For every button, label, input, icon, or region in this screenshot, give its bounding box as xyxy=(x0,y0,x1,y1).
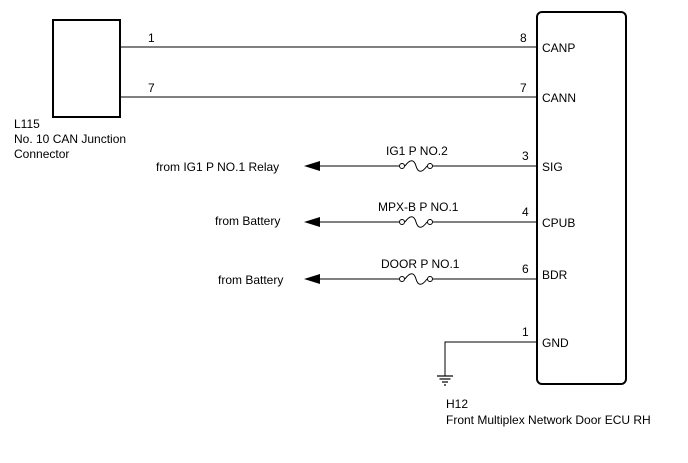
sig-fuse-terminal-left xyxy=(399,163,405,169)
ecu-pin-bdr-label: BDR xyxy=(542,268,568,282)
ecu-pin-cpub-number: 4 xyxy=(522,205,529,219)
junction-pin-1: 1 xyxy=(148,31,155,45)
ecu-pin-sig-number: 3 xyxy=(522,149,529,163)
bdr-fuse-label: DOOR P NO.1 xyxy=(381,257,460,271)
junction-connector-name-line2: Connector xyxy=(14,147,69,161)
bdr-fuse-icon xyxy=(404,273,428,285)
sig-arrow-icon xyxy=(304,161,320,171)
bdr-fuse-terminal-right xyxy=(427,276,433,282)
cpub-fuse-icon xyxy=(404,216,428,228)
ecu-pin-bdr-number: 6 xyxy=(522,262,529,276)
sig-fuse-label: IG1 P NO.2 xyxy=(386,144,448,158)
ecu-pin-gnd-label: GND xyxy=(542,336,569,350)
junction-connector-code: L115 xyxy=(14,117,40,131)
sig-fuse-terminal-right xyxy=(427,163,433,169)
door-ecu-name: Front Multiplex Network Door ECU RH xyxy=(446,413,651,427)
junction-pin-7: 7 xyxy=(148,81,155,95)
ecu-pin-canp-number: 8 xyxy=(520,31,527,45)
cpub-fuse-terminal-left xyxy=(399,219,405,225)
ecu-pin-gnd-number: 1 xyxy=(522,325,529,339)
bdr-source-label: from Battery xyxy=(218,273,283,287)
ground-icon xyxy=(437,375,453,386)
bdr-arrow-icon xyxy=(304,274,320,284)
cpub-arrow-icon xyxy=(304,217,320,227)
sig-fuse-icon xyxy=(404,160,428,172)
cpub-source-label: from Battery xyxy=(215,214,280,228)
ecu-pin-cpub-label: CPUB xyxy=(542,216,575,230)
gnd-wire xyxy=(444,341,537,376)
bdr-fuse-terminal-left xyxy=(399,276,405,282)
cpub-fuse-terminal-right xyxy=(427,219,433,225)
ecu-pin-cann-number: 7 xyxy=(520,81,527,95)
ecu-pin-sig-label: SIG xyxy=(542,160,563,174)
sig-source-label: from IG1 P NO.1 Relay xyxy=(156,160,279,174)
cpub-fuse-label: MPX-B P NO.1 xyxy=(378,200,459,214)
ecu-pin-canp-label: CANP xyxy=(542,41,575,55)
junction-connector-box xyxy=(52,19,121,118)
ecu-pin-cann-label: CANN xyxy=(542,91,576,105)
junction-connector-name-line1: No. 10 CAN Junction xyxy=(14,132,126,146)
door-ecu-box xyxy=(536,11,627,385)
door-ecu-code: H12 xyxy=(446,397,468,411)
